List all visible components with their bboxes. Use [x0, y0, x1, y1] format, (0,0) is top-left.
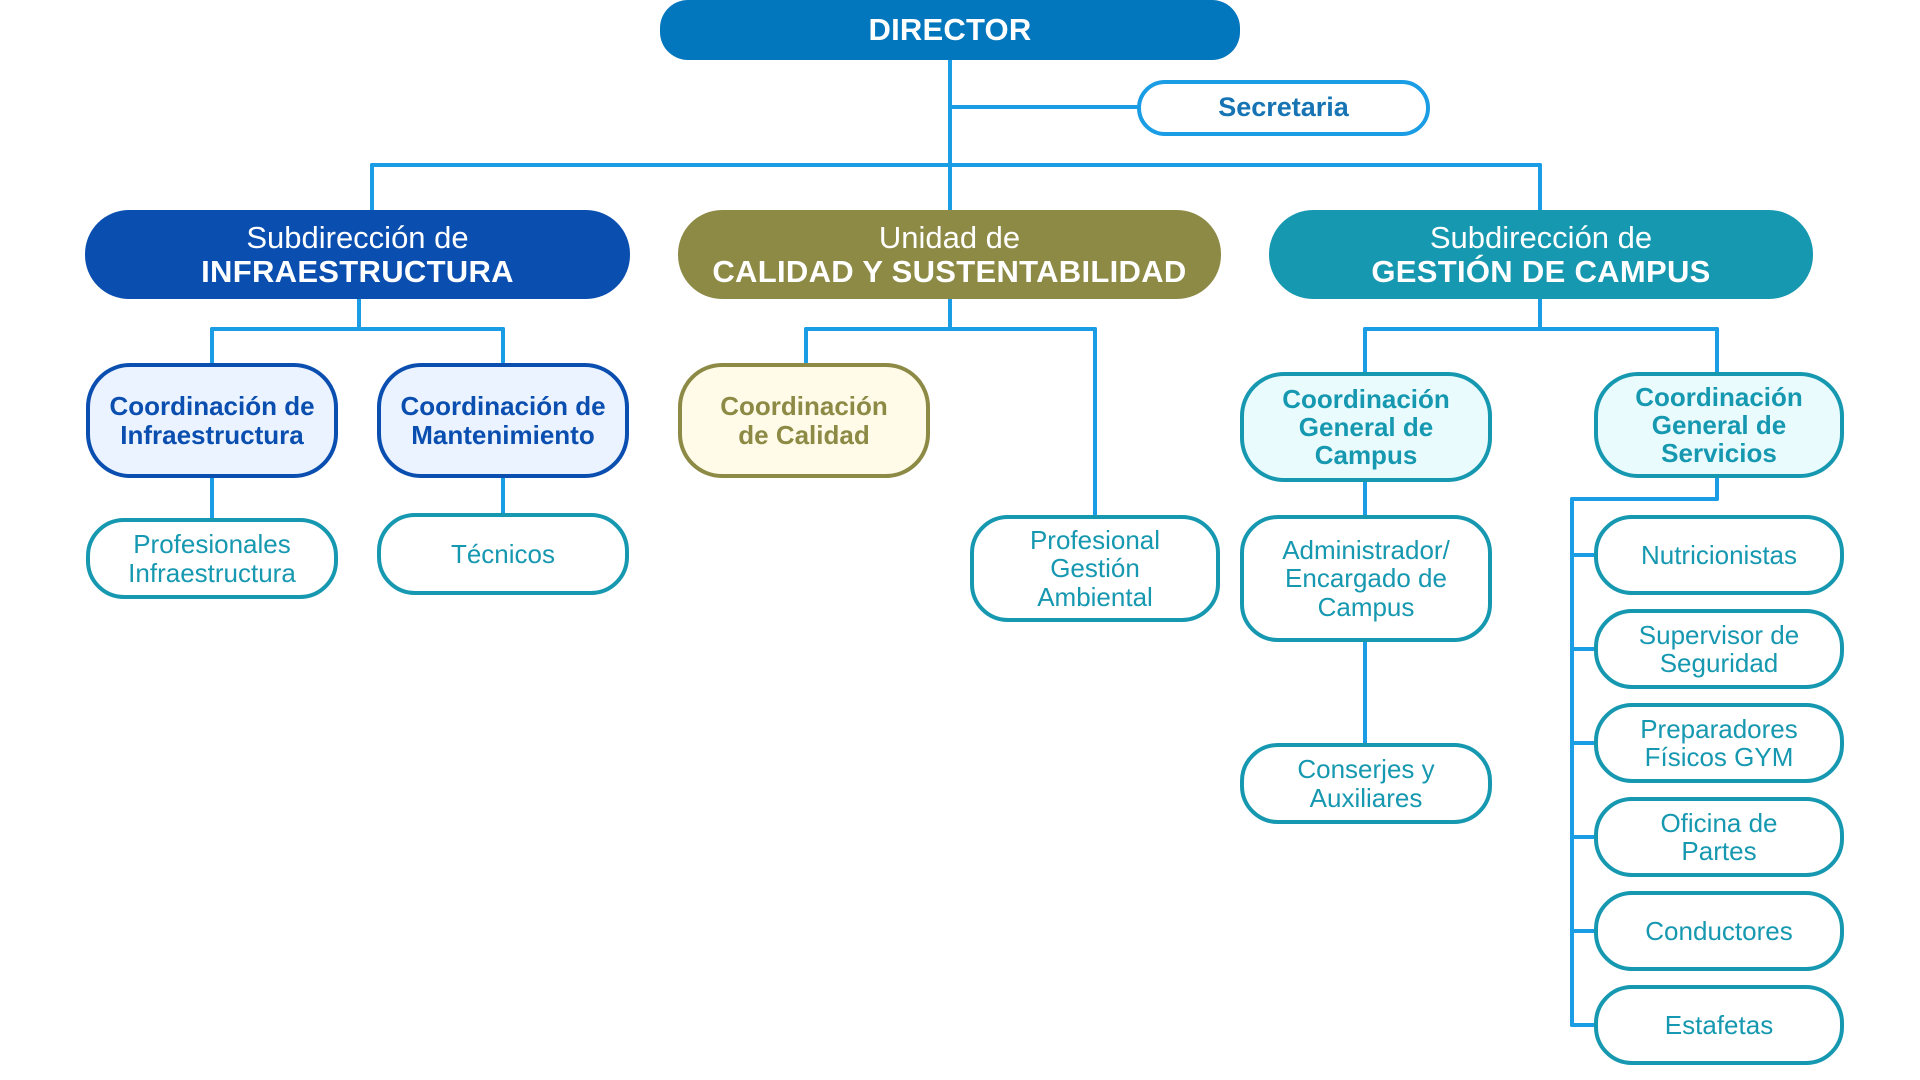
coord-campus-line1: Coordinación	[1282, 383, 1450, 414]
supervisor-seguridad: Supervisor de Seguridad	[1594, 609, 1844, 689]
admin-campus-line3: Campus	[1317, 591, 1415, 622]
supervisor-line2: Seguridad	[1659, 648, 1779, 678]
estafetas: Estafetas	[1594, 985, 1844, 1065]
preparadores-line2: Físicos GYM	[1644, 742, 1794, 772]
profesionales-infraestructura: Profesionales Infraestructura	[86, 518, 338, 599]
subdir-gestion-line1: Subdirección de	[1429, 220, 1653, 256]
coord-servicios-line2: General de	[1651, 409, 1787, 440]
coord-servicios-line1: Coordinación	[1635, 381, 1803, 412]
prof-gestion-line2: Gestión	[1050, 553, 1140, 584]
subdir-gestion-line2: GESTIÓN DE CAMPUS	[1371, 253, 1711, 289]
prof-infra-line2: Infraestructura	[128, 557, 296, 588]
subdireccion-infraestructura: Subdirección de INFRAESTRUCTURA	[85, 210, 630, 299]
coord-infra-line2: Infraestructura	[120, 419, 304, 450]
supervisor-line1: Supervisor de	[1638, 619, 1800, 650]
coordinacion-mantenimiento: Coordinación de Mantenimiento	[377, 363, 629, 478]
coord-campus-line3: Campus	[1314, 440, 1418, 471]
oficina-line1: Oficina de	[1660, 807, 1778, 838]
tecnicos-label: Técnicos	[450, 538, 556, 569]
nutricionistas-label: Nutricionistas	[1640, 539, 1798, 570]
profesional-gestion-ambiental: Profesional Gestión Ambiental	[970, 515, 1220, 622]
unidad-calidad-sustentabilidad: Unidad de CALIDAD Y SUSTENTABILIDAD	[678, 210, 1221, 299]
subdir-calidad-line2: CALIDAD Y SUSTENTABILIDAD	[712, 253, 1187, 289]
coord-infra-line1: Coordinación de	[109, 391, 315, 422]
coord-mant-line1: Coordinación de	[400, 391, 606, 422]
oficina-de-partes: Oficina de Partes	[1594, 797, 1844, 877]
coord-servicios-line3: Servicios	[1661, 438, 1777, 469]
prof-gestion-line1: Profesional	[1029, 525, 1161, 556]
coordinacion-calidad: Coordinación de Calidad	[678, 363, 930, 478]
preparadores-fisicos-gym: Preparadores Físicos GYM	[1594, 703, 1844, 783]
conserjes-line1: Conserjes y	[1297, 754, 1435, 785]
coord-mant-line2: Mantenimiento	[411, 419, 595, 450]
tecnicos: Técnicos	[377, 513, 629, 595]
subdir-calidad-line1: Unidad de	[878, 220, 1021, 256]
subdireccion-gestion-campus: Subdirección de GESTIÓN DE CAMPUS	[1269, 210, 1813, 299]
prof-infra-line1: Profesionales	[133, 529, 291, 560]
estafetas-label: Estafetas	[1664, 1009, 1774, 1040]
director-label: DIRECTOR	[868, 12, 1032, 48]
conserjes-auxiliares: Conserjes y Auxiliares	[1240, 743, 1492, 824]
admin-campus-line2: Encargado de	[1285, 563, 1447, 594]
oficina-line2: Partes	[1681, 836, 1757, 866]
administrador-encargado-campus: Administrador/ Encargado de Campus	[1240, 515, 1492, 642]
coord-campus-line2: General de	[1298, 411, 1434, 442]
subdir-infra-line1: Subdirección de	[246, 220, 469, 256]
coordinacion-infraestructura: Coordinación de Infraestructura	[86, 363, 338, 478]
conductores: Conductores	[1594, 891, 1844, 971]
secretaria-label: Secretaria	[1218, 92, 1349, 123]
nutricionistas: Nutricionistas	[1594, 515, 1844, 595]
secretaria-box: Secretaria	[1137, 80, 1430, 136]
coordinacion-general-campus: Coordinación General de Campus	[1240, 372, 1492, 482]
coord-calidad-line2: de Calidad	[738, 419, 870, 450]
coord-calidad-line1: Coordinación	[720, 391, 888, 422]
coordinacion-general-servicios: Coordinación General de Servicios	[1594, 372, 1844, 478]
conductores-label: Conductores	[1645, 915, 1793, 946]
preparadores-line1: Preparadores	[1640, 713, 1798, 744]
director-box: DIRECTOR	[660, 0, 1240, 60]
subdir-infra-line2: INFRAESTRUCTURA	[201, 253, 514, 289]
conserjes-line2: Auxiliares	[1309, 782, 1423, 813]
admin-campus-line1: Administrador/	[1282, 535, 1450, 566]
prof-gestion-line3: Ambiental	[1037, 581, 1153, 612]
